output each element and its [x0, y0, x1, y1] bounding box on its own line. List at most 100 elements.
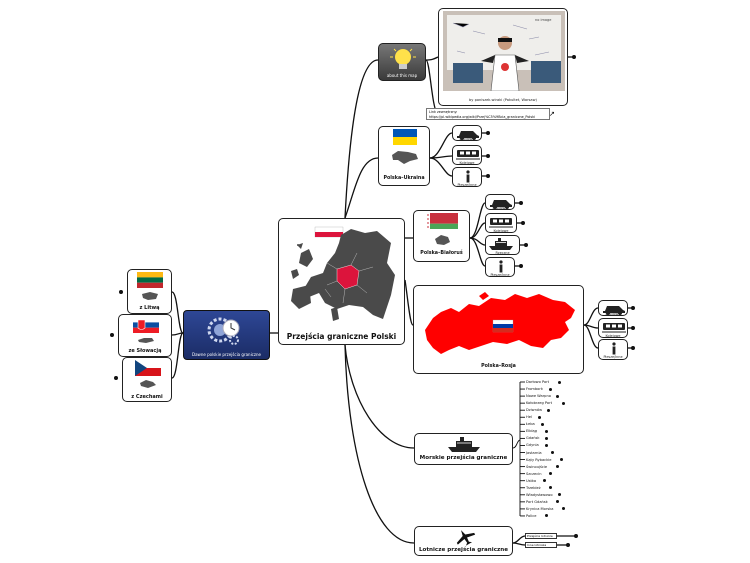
ukraine-road-node[interactable]: Drogowe — [452, 125, 482, 141]
sea-port-dot — [544, 429, 548, 433]
author-photo-image: no image — [443, 11, 565, 91]
belarus-node[interactable]: Polska–Białoruś — [413, 210, 470, 262]
sea-port-dot — [544, 443, 548, 447]
photo-dot — [572, 55, 576, 59]
sea-port-item[interactable]: Ustka — [526, 478, 537, 483]
sea-port-item[interactable]: Krynica Morska — [526, 506, 554, 511]
ukraine-rail-label: Kolejowe — [459, 161, 475, 165]
russia-rail-node[interactable]: Kolejowe — [598, 318, 628, 338]
sea-port-dot — [542, 479, 546, 483]
sea-port-item[interactable]: Hel — [526, 415, 532, 420]
sea-port-dot — [555, 394, 559, 398]
czechia-flag-icon — [135, 360, 161, 376]
former-borders-node[interactable]: Dawne polskie przejścia graniczne — [183, 310, 270, 360]
ukraine-other-label: Piesze/inne — [457, 183, 477, 187]
sea-port-item[interactable]: Dziwnów — [526, 408, 543, 413]
info-icon — [499, 260, 503, 273]
sea-port-item[interactable]: Nowe Warpno — [526, 394, 551, 399]
air-label: Lotnicze przejścia graniczne — [418, 547, 509, 553]
belarus-map-icon — [435, 235, 450, 245]
sea-port-item[interactable]: Świnoujście — [526, 464, 548, 469]
sea-port-dot — [557, 380, 561, 384]
lithuania-node[interactable]: z Litwą — [127, 269, 172, 314]
sea-port-item[interactable]: Darłowo Port — [526, 380, 550, 384]
russia-other-label: Piesze/inne — [603, 355, 623, 359]
europe-map-image — [291, 226, 395, 321]
russia-other-dot — [631, 346, 635, 350]
ukraine-other-node[interactable]: Piesze/inne — [452, 167, 482, 187]
belarus-other-dot — [519, 264, 523, 268]
ukraine-road-dot — [486, 131, 490, 135]
czechia-map-icon — [140, 380, 156, 388]
ship-icon — [448, 437, 480, 452]
sea-port-item[interactable]: Gdańsk — [526, 436, 540, 441]
belarus-road-node[interactable]: Drogowe — [485, 194, 515, 210]
car-icon — [457, 131, 479, 140]
russia-road-node[interactable]: Drogowe — [598, 300, 628, 316]
air-item-2-dot — [566, 543, 570, 547]
sea-port-item[interactable]: Kąty Rybackie — [526, 457, 552, 462]
airplane-icon — [456, 530, 476, 546]
ukraine-rail-node[interactable]: Kolejowe — [452, 145, 482, 165]
sea-port-dot — [549, 486, 553, 490]
belarus-other-label: Piesze/inne — [490, 273, 510, 277]
sea-port-dot — [555, 465, 559, 469]
car-icon — [490, 200, 512, 209]
sea-port-item[interactable]: Elbląg — [526, 429, 538, 434]
slovakia-map-icon — [138, 338, 154, 343]
russia-road-label: Drogowe — [605, 312, 621, 316]
ukraine-flag-icon — [393, 129, 417, 145]
source-link-label: Link zewnętrzny: — [429, 110, 458, 114]
sea-port-item[interactable]: Łeba — [526, 422, 535, 427]
ukraine-label: Polska–Ukraina — [383, 176, 425, 181]
train-icon — [489, 218, 513, 228]
sea-port-item[interactable]: Kołobrzeg Port — [526, 401, 552, 406]
sea-port-dot — [549, 472, 553, 476]
car-icon — [603, 306, 625, 315]
czechia-node[interactable]: z Czechami — [122, 357, 172, 402]
photo-node[interactable]: no image by poniszek.wiraki (Pakultet, W… — [438, 8, 568, 106]
air-item-1[interactable]: Przejścia lotnicze — [525, 533, 557, 539]
sea-node[interactable]: Morskie przejścia graniczne — [414, 433, 513, 465]
lightbulb-icon — [390, 48, 416, 69]
sea-label: Morskie przejścia graniczne — [419, 455, 508, 461]
sea-port-item[interactable]: Jastarnia — [526, 450, 542, 455]
czechia-label: z Czechami — [131, 394, 163, 400]
sea-port-dot — [549, 387, 553, 391]
belarus-rail-node[interactable]: Kolejowe — [485, 213, 517, 233]
lithuania-flag-icon — [137, 272, 163, 288]
air-node[interactable]: Lotnicze przejścia graniczne — [414, 526, 513, 556]
belarus-other-node[interactable]: Piesze/inne — [485, 257, 515, 277]
russia-other-node[interactable]: Piesze/inne — [598, 339, 628, 360]
info-icon — [466, 170, 470, 183]
about-map-label: about this map — [386, 73, 418, 78]
sea-port-item[interactable]: Szczecin — [526, 471, 542, 476]
central-node[interactable]: Przejścia graniczne Polski — [278, 218, 405, 345]
air-item-2[interactable]: Inne lotniska — [525, 542, 557, 548]
sea-port-item[interactable]: Trzebież — [526, 485, 541, 490]
ukraine-node[interactable]: Polska–Ukraina — [378, 126, 430, 186]
photo-caption: by poniszek.wiraki (Pakultet, Warsaw) — [469, 98, 537, 102]
sea-port-dot — [559, 458, 563, 462]
air-item-1-dot — [574, 534, 578, 538]
russia-rail-dot — [631, 326, 635, 330]
lithuania-label: z Litwą — [139, 305, 160, 311]
sea-port-dot — [551, 451, 555, 454]
lithuania-map-icon — [142, 292, 158, 300]
train-icon — [602, 323, 626, 333]
about-map-button[interactable]: about this map — [378, 43, 426, 81]
sea-port-item[interactable]: Frombork — [526, 387, 543, 392]
slovakia-node[interactable]: ze Słowacją — [118, 314, 172, 357]
sea-port-item[interactable]: Władysławowo — [526, 492, 553, 497]
photo-board-text: no image — [535, 18, 551, 22]
russia-map-image — [425, 292, 575, 354]
sea-port-dot — [562, 507, 566, 511]
sea-port-item[interactable]: Port Gdańsk — [526, 499, 548, 504]
source-link[interactable]: Link zewnętrzny: https://pl.wikipedia.or… — [426, 108, 550, 120]
belarus-rail-dot — [521, 221, 525, 225]
russia-node[interactable]: Polska–Rosja — [413, 285, 584, 374]
sea-port-item[interactable]: Police — [526, 513, 537, 518]
sea-port-item[interactable]: Gdynia — [526, 443, 539, 448]
belarus-river-node[interactable]: Rzeczne — [485, 235, 520, 255]
